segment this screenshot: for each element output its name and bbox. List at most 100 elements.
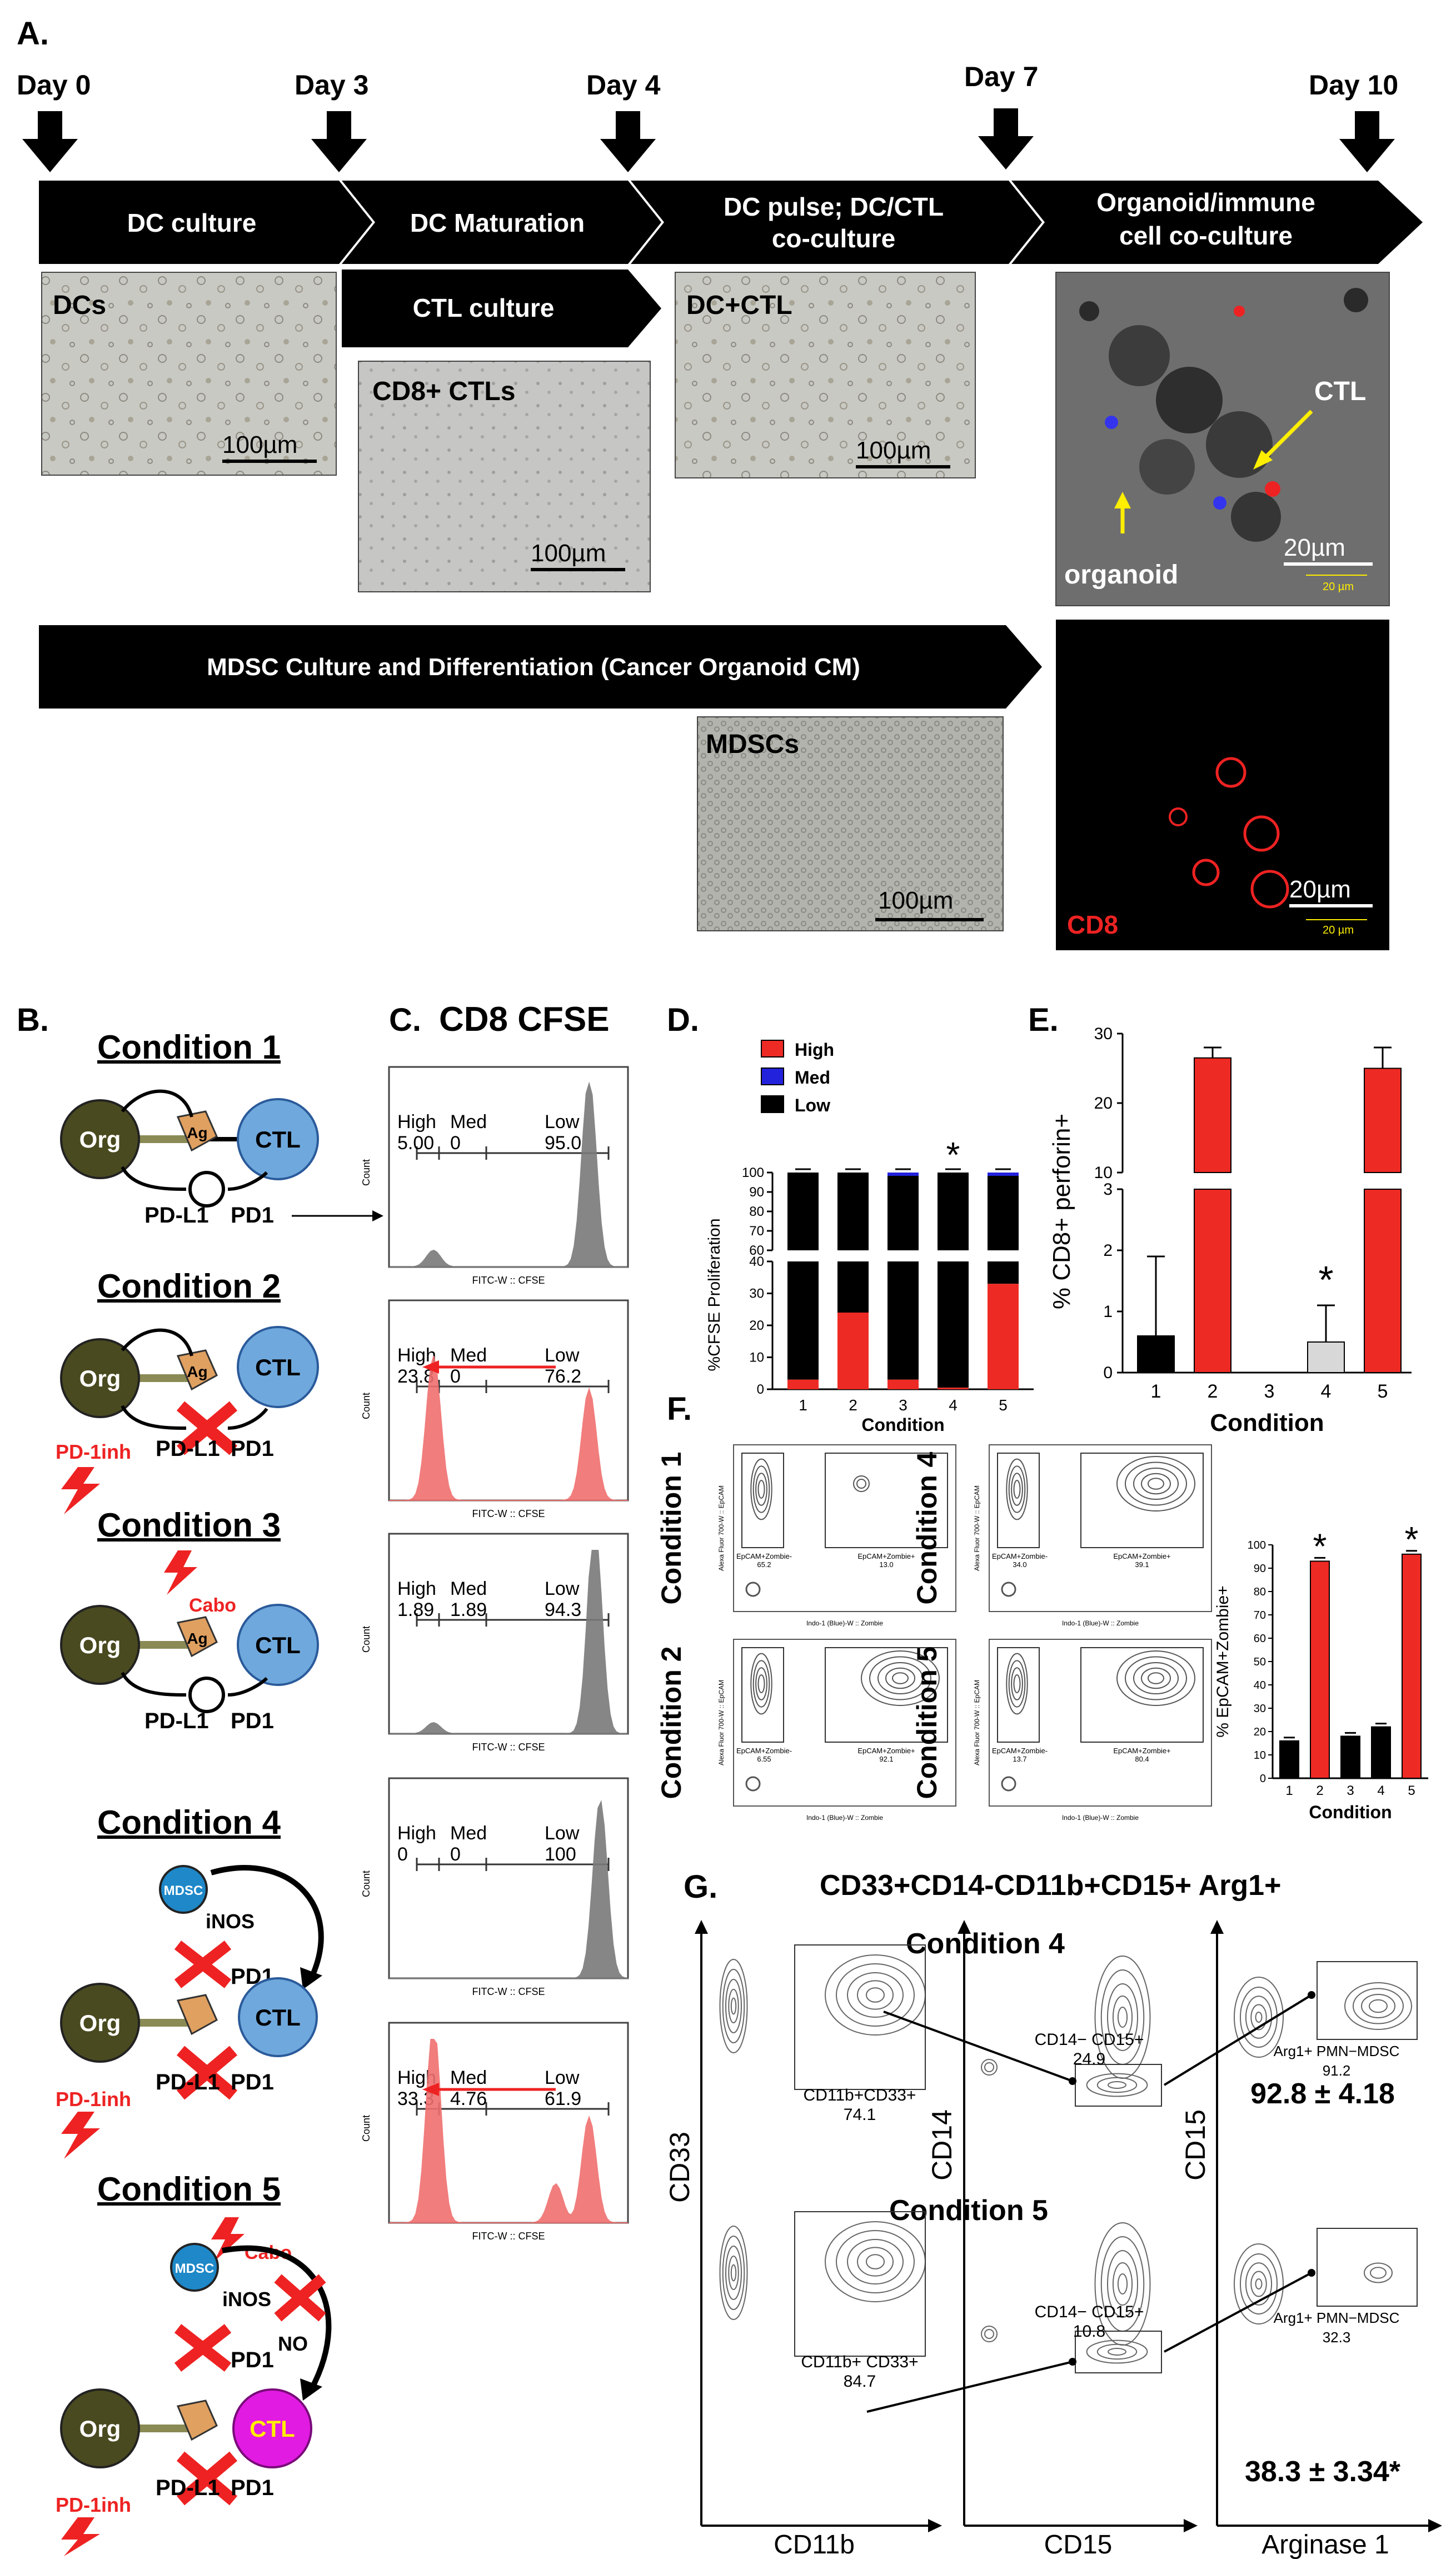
pd1-label: PD1 (231, 1436, 274, 1461)
day-7-label: Day 7 (964, 61, 1038, 92)
x-axis-label: Condition (1309, 1802, 1392, 1822)
legend-label: Low (795, 1095, 830, 1115)
gate-value: 0 (450, 1366, 461, 1387)
contour-line (836, 2230, 915, 2293)
contour-line (1013, 1480, 1021, 1499)
contour-line (1117, 2007, 1128, 2028)
gate-value: 100 (545, 1844, 576, 1865)
micrograph-label: CD8+ CTLs (372, 377, 515, 406)
gate-value: 13.7 (1013, 1755, 1026, 1763)
block-x-icon (274, 2274, 326, 2322)
scale-bar-label: 20µm (1289, 876, 1351, 903)
bar-med (988, 1173, 1019, 1176)
day-markers: Day 0 Day 3 Day 4 Day 7 Day 10 (17, 61, 1398, 172)
micrograph-label-organoid: organoid (1064, 560, 1178, 590)
histogram-y-label: Count (361, 1870, 372, 1897)
bar (1402, 1553, 1422, 1779)
contour-y-label: Alexa Fluor 700-W :: EpCAM (973, 1485, 981, 1571)
ctl-label: CTL (255, 1126, 301, 1153)
cond4-mean: 92.8 ± 4.18 (1250, 2078, 1395, 2110)
legend-swatch (761, 1040, 784, 1057)
gate-value: 84.7 (844, 2372, 876, 2391)
bar-low-lower (837, 1261, 869, 1313)
contour-line (725, 1979, 742, 2033)
gate-box (1317, 2228, 1418, 2307)
bar-high (938, 1388, 969, 1389)
gate-label: Low (545, 1345, 580, 1366)
contour-frame (733, 1639, 956, 1807)
gate-label: High (397, 1823, 436, 1844)
histogram-x-label: FITC-W :: CFSE (472, 2231, 545, 2242)
contour-line (1011, 1667, 1023, 1700)
histogram-curve (389, 1550, 628, 1734)
condition-5-diagram: Condition 5 Cabo MDSC iNOS NO PD1 Org CT… (56, 2171, 332, 2556)
contour-line (847, 2239, 904, 2284)
scale-bar-label: 100µm (856, 437, 931, 464)
lightning-icon (164, 1550, 197, 1595)
flow-arrow (1164, 2272, 1312, 2353)
x-tick-label: 2 (1316, 1783, 1323, 1798)
axis-label-cd33: CD33 (664, 2132, 695, 2203)
bar-low-lower (988, 1261, 1019, 1284)
contour-line (847, 1972, 904, 2018)
panel-f-letter: F. (667, 1391, 692, 1427)
lightning-icon (61, 2517, 100, 2556)
condition-4-diagram: Condition 4 MDSC iNOS PD1 Org CTL PD-L1 … (56, 1804, 324, 2159)
gate-box (1075, 2064, 1162, 2107)
antigen-icon (176, 1349, 218, 1391)
contour-line (1116, 1456, 1195, 1512)
micrograph-dcs: DCs 100µm (41, 272, 337, 476)
contour-line (730, 1997, 737, 2015)
gate-name: EpCAM+Zombie- (736, 1552, 792, 1560)
bar-upper (1194, 1057, 1231, 1173)
y-tick-label: 20 (1254, 1726, 1266, 1738)
bar (1371, 1726, 1391, 1779)
significance-star: * (1405, 1519, 1419, 1559)
gate-box (1080, 1647, 1204, 1743)
stage-label: DC Maturation (410, 208, 585, 237)
gate-box (997, 1647, 1040, 1743)
contour-x-label: Indo-1 (Blue)-W :: Zombie (806, 1619, 883, 1627)
bar-low-upper (938, 1173, 969, 1250)
stage-ctl-culture (342, 270, 661, 347)
contour-line (836, 1963, 915, 2027)
condition-label: Condition 5 (911, 1647, 943, 1799)
contour-x-label: Indo-1 (Blue)-W :: Zombie (1062, 1814, 1139, 1822)
stage-label: co-culture (772, 224, 895, 253)
contour-line (1234, 1977, 1284, 2058)
block-x-icon (174, 1941, 232, 1988)
stage-label: DC culture (127, 208, 257, 237)
condition-label: Condition 2 (656, 1647, 687, 1799)
contour-line (1250, 2004, 1267, 2031)
contour-line (1125, 1656, 1187, 1700)
bar-low-upper (787, 1173, 819, 1250)
gate-name: EpCAM+Zombie+ (857, 1747, 915, 1755)
contour-line (1141, 1473, 1171, 1495)
timeline-bar: DC culture DC Maturation DC pulse; DC/CT… (39, 181, 1423, 709)
y-tick-label: 10 (1254, 1749, 1266, 1762)
bar (1279, 1740, 1299, 1779)
panel-b-letter: B. (17, 1002, 49, 1038)
gate-name: CD11b+CD33+ (804, 2086, 916, 2104)
gate-name: CD14− CD15+ (1035, 2031, 1144, 2049)
gate-name: EpCAM+Zombie+ (1113, 1552, 1170, 1560)
scale-bar-label: 100µm (222, 431, 297, 458)
stage-dc-maturation (342, 181, 661, 264)
gate-value: 4.76 (450, 2088, 487, 2109)
contour-frame (989, 1639, 1212, 1807)
y-tick-label: 30 (749, 1286, 764, 1301)
histogram-curve (389, 1081, 628, 1268)
condition-2-diagram: Condition 2 Org CTL Ag PD-L1 PD1 PD-1inh (56, 1268, 319, 1514)
contour-line (1125, 1461, 1187, 1506)
org-label: Org (79, 2416, 121, 2442)
contour-line (1344, 1982, 1412, 2030)
legend-label: Med (795, 1068, 830, 1088)
arrow-head-icon (1069, 2358, 1076, 2366)
contour-line (1008, 1660, 1026, 1708)
gate-value: 0 (450, 1844, 461, 1865)
gate-name: Arg1+ PMN−MDSC (1274, 2309, 1400, 2326)
